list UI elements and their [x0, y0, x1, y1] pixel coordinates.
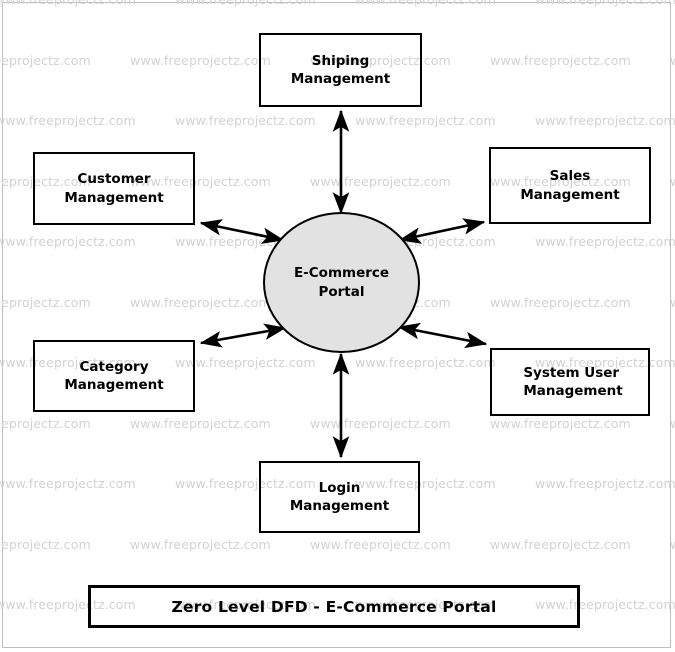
entity-customer-management[interactable]: Customer Management: [33, 152, 195, 225]
flow-portal-category: [199, 323, 287, 348]
entity-category-management[interactable]: Category Management: [33, 340, 195, 412]
process-e-commerce-portal[interactable]: E-Commerce Portal: [263, 212, 420, 353]
diagram-title-banner: Zero Level DFD - E-Commerce Portal: [88, 585, 580, 628]
entity-label: System User Management: [523, 364, 623, 399]
diagram-title: Zero Level DFD - E-Commerce Portal: [171, 597, 497, 616]
flow-portal-system-user: [397, 322, 488, 349]
entity-label: Category Management: [64, 358, 164, 393]
entity-system-user-management[interactable]: System User Management: [490, 348, 650, 416]
flow-portal-customer: [199, 219, 285, 244]
flow-portal-sales: [398, 218, 486, 244]
entity-label: Sales Management: [520, 168, 620, 203]
process-label: E-Commerce Portal: [293, 265, 390, 300]
entity-label: Shiping Management: [290, 52, 391, 87]
entity-label: Login Management: [289, 479, 390, 514]
entity-label: Customer Management: [64, 171, 164, 206]
entity-login-management[interactable]: Login Management: [259, 461, 420, 533]
entity-shiping-management[interactable]: Shiping Management: [259, 33, 422, 107]
entity-sales-management[interactable]: Sales Management: [489, 147, 651, 224]
